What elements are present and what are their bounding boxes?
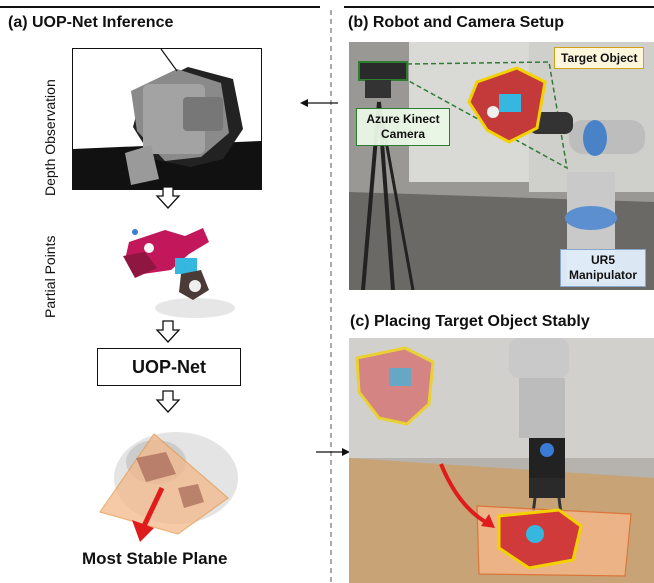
top-rule-left [0,6,320,8]
flow-arrow-3 [155,390,181,413]
panel-c-title: (c) Placing Target Object Stably [350,313,590,330]
depth-observation-label: Depth Observation [42,79,58,196]
panel-a-title: (a) UOP-Net Inference [8,14,174,31]
azure-kinect-callout: Azure Kinect Camera [356,108,450,146]
arrow-from-camera [300,99,338,107]
uop-net-box: UOP-Net [97,348,241,386]
panel-b-title: (b) Robot and Camera Setup [348,14,565,31]
most-stable-plane-label: Most Stable Plane [82,549,228,568]
depth-observation-image [72,48,262,190]
stable-plane-image [96,418,246,542]
top-rule-right [344,6,654,8]
target-object-label: Target Object [561,51,638,65]
panel-divider [330,10,332,583]
robot-camera-photo [349,42,654,290]
target-object-callout: Target Object [554,47,645,69]
partial-points-label: Partial Points [42,235,58,318]
partial-points-image [105,212,235,324]
azure-kinect-label: Azure Kinect Camera [366,112,440,141]
flow-arrow-2 [155,320,181,343]
arrow-to-placement [316,448,350,456]
placing-object-photo [349,338,654,583]
ur5-callout: UR5 Manipulator [560,249,646,287]
ur5-label: UR5 Manipulator [569,253,637,282]
flow-arrow-1 [155,186,181,209]
